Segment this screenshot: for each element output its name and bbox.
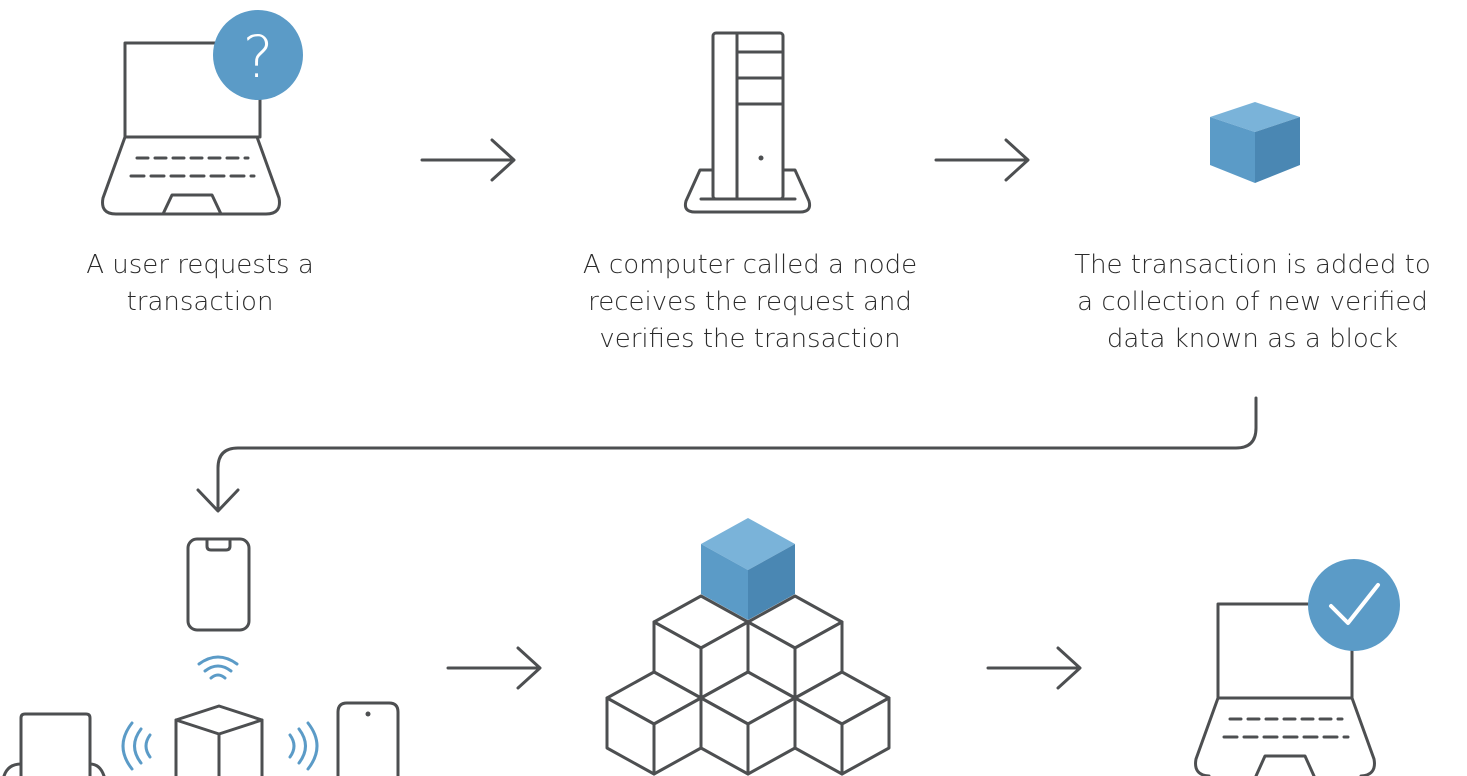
cube-icon [1210, 102, 1300, 183]
arrow-right-icon [986, 646, 1082, 690]
chain-block-cube [746, 594, 844, 700]
chain-block-cube [793, 670, 891, 776]
server-tower-icon [683, 31, 812, 214]
step-3-caption: The transaction is added to a collection… [1074, 250, 1431, 354]
step-2-caption: A computer called a node receives the re… [582, 250, 918, 354]
connector-arrow [196, 396, 1258, 513]
laptop-question-icon [101, 41, 281, 216]
new-block-cube [701, 518, 795, 620]
chain-block-cube [605, 670, 703, 776]
phone-small-icon [336, 701, 400, 776]
signal-right-icon [288, 721, 319, 771]
question-badge-icon: ? [213, 10, 303, 100]
svg-text:?: ? [243, 23, 274, 91]
blockchain-pyramid-icon [605, 518, 891, 776]
step-1-caption: A user requests a transaction [86, 250, 314, 317]
arrow-right-icon [420, 138, 516, 182]
wifi-icon [197, 655, 239, 680]
node-cube-icon [174, 704, 264, 776]
laptop-small-icon [2, 712, 106, 776]
signal-left-icon [121, 721, 152, 771]
phone-icon [186, 537, 251, 632]
chain-block-cube [699, 670, 797, 776]
network-devices-icon [2, 537, 400, 776]
arrow-right-icon [934, 138, 1030, 182]
check-badge-icon [1308, 559, 1400, 651]
arrow-right-icon [446, 646, 542, 690]
